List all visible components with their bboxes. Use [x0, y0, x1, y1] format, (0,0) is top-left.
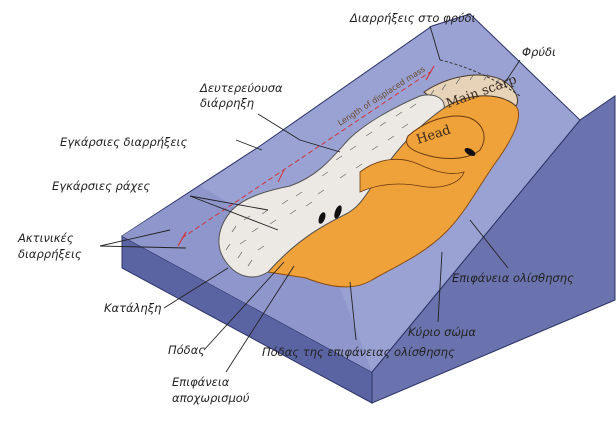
crown-label: Φρύδι	[522, 45, 556, 59]
transverse-ridges-label: Εγκάρσιες ράχες	[52, 179, 150, 193]
foot-label: Πόδας	[168, 343, 205, 357]
main-body-label: Κύριο σώμα	[408, 325, 476, 339]
separation-surface-label-2: αποχωρισμού	[172, 391, 250, 405]
toe-of-rupture-label: Πόδας της επιφάνειας ολίσθησης	[262, 345, 455, 359]
rupture-surface-label: Επιφάνεια ολίσθησης	[452, 271, 574, 285]
minor-scarp-label-2: διάρρηξη	[200, 96, 254, 110]
tip-label: Κατάληξη	[104, 301, 161, 315]
radial-cracks-label-1: Ακτινικές	[17, 231, 74, 245]
separation-surface-label-1: Επιφάνεια	[172, 375, 230, 389]
minor-scarp-label-1: Δευτερεύουσα	[199, 81, 283, 95]
transverse-cracks-label: Εγκάρσιες διαρρήξεις	[60, 135, 187, 149]
crown-cracks-label: Διαρρήξεις στο φρύδι	[349, 11, 476, 25]
radial-cracks-label-2: διαρρήξεις	[18, 247, 82, 261]
